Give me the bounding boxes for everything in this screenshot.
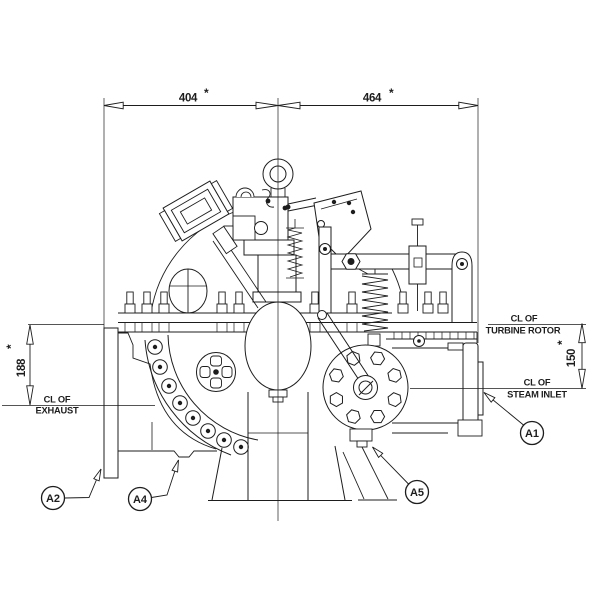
callout-a2-label: A2 [46,493,60,505]
dim-188-value: 188 [16,358,28,377]
clevis-post [451,251,473,322]
dim-150-star: * [555,340,569,345]
annotations: 404 * 464 * 188 * 150 * CL OF EXHAUST [2,86,586,521]
valve-lever [317,312,370,384]
exhaust-casing [103,327,259,479]
hook-link [261,189,275,208]
exhaust-flange-plate [103,327,119,479]
callout-a5: A5 [372,446,430,505]
callout-a4-label: A4 [133,494,148,506]
top-dimension [103,98,479,343]
callout-a4: A4 [127,459,179,512]
actuator-frame [158,180,267,309]
support-pedestal [208,392,397,501]
pilot-spring [286,219,304,278]
callout-a5-balloon [404,479,430,505]
steam-label-line2: STEAM INLET [507,390,567,400]
machine-linework [103,158,484,501]
callout-a5-label: A5 [410,487,424,499]
centerline-label-exhaust: CL OF EXHAUST [35,395,79,416]
rotor-label-line2: TURBINE ROTOR [486,326,561,336]
bearing-dome [168,268,208,314]
exhaust-label-line1: CL OF [44,395,71,405]
callout-a2: A2 [40,468,102,511]
handwheel [196,352,236,392]
dim-404-star: * [204,86,209,100]
rotor-label-line1: CL OF [511,314,538,324]
valve-gear-linkage [285,190,473,322]
dim-150-value: 150 [566,349,578,367]
dimension-top-left-label: 404 * [179,86,209,105]
steam-label-line1: CL OF [524,378,551,388]
governor-spring [361,269,389,347]
dim-464-star: * [389,86,394,100]
exhaust-label-line2: EXHAUST [35,406,79,416]
callout-a4-balloon [127,486,153,512]
callout-a1: A1 [483,392,545,446]
steam-inlet-flange [317,310,425,448]
dim-188-star: * [4,344,18,349]
dim-464-value: 464 [363,93,382,105]
callout-a2-balloon [40,485,66,511]
callout-a1-balloon [519,420,545,446]
dim-404-value: 404 [179,93,198,105]
centerline-label-rotor: CL OF TURBINE ROTOR [486,314,561,336]
centerline-label-steam: CL OF STEAM INLET [507,378,567,400]
dimension-top-right-label: 464 * [363,86,394,105]
callout-a1-label: A1 [525,428,539,440]
drain-fitting [349,428,373,442]
